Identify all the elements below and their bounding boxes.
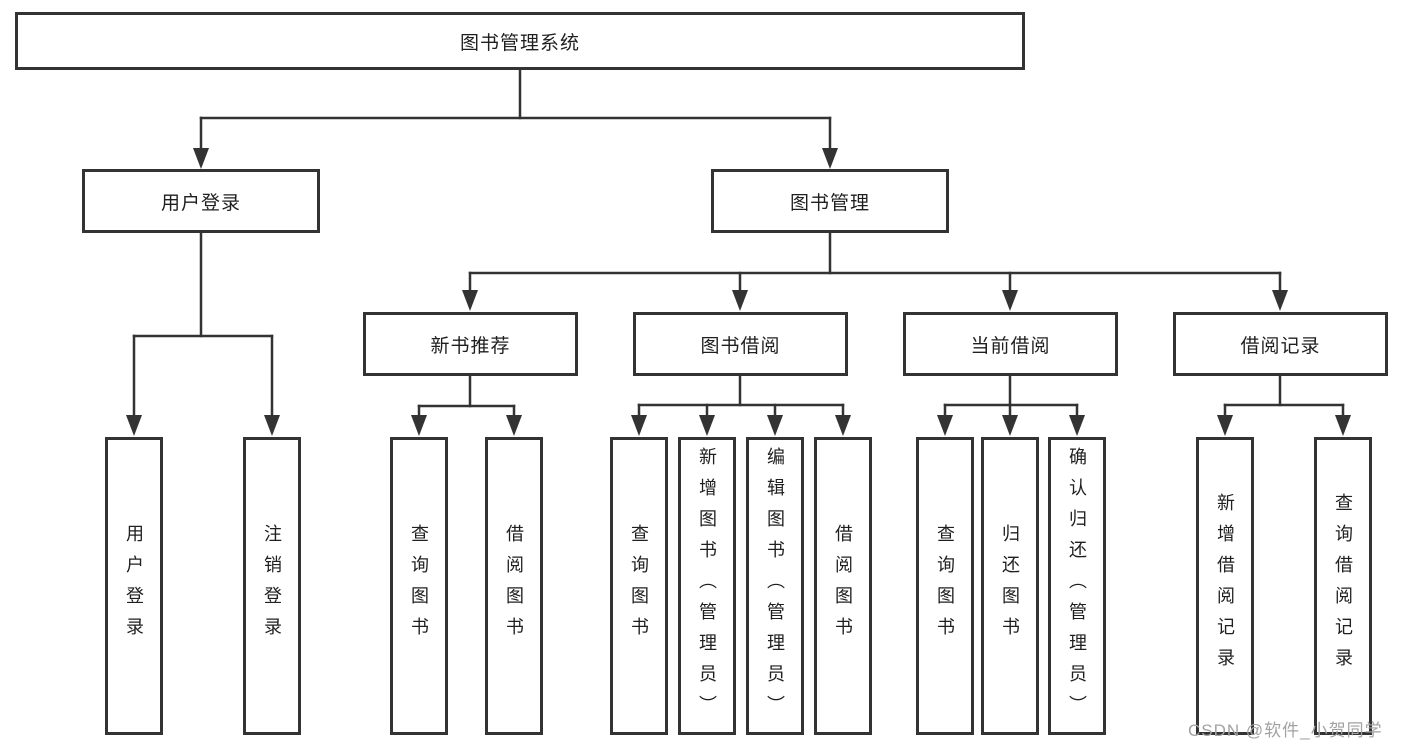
node-label: 新增借阅记录	[1215, 493, 1235, 679]
node-label: 用户登录	[124, 524, 144, 648]
connector-borrow-record-to-leaves	[1217, 374, 1351, 436]
arrowhead-icon	[126, 415, 142, 436]
leaf-borrow-books: 借阅图书	[485, 437, 543, 735]
leaf-logout: 注销登录	[243, 437, 301, 735]
node-user-login: 用户登录	[82, 169, 320, 233]
node-label: 图书管理	[789, 192, 870, 214]
arrowhead-icon	[1335, 415, 1351, 436]
leaf-add-borrow-record: 新增借阅记录	[1196, 437, 1254, 735]
arrowhead-icon	[732, 290, 748, 311]
arrowhead-icon	[937, 415, 953, 436]
node-label: 借阅图书	[504, 524, 524, 648]
node-borrowing-records: 借阅记录	[1173, 312, 1388, 376]
arrowhead-icon	[1069, 415, 1085, 436]
leaf-query-books: 查询图书	[916, 437, 974, 735]
node-label: 新增图书（管理员）	[697, 446, 717, 726]
node-label: 借阅记录	[1240, 335, 1321, 357]
leaf-return-books: 归还图书	[981, 437, 1039, 735]
connector-book-borrow-to-leaves	[631, 374, 851, 436]
arrowhead-icon	[1272, 290, 1288, 311]
arrowhead-icon	[822, 148, 838, 169]
arrowhead-icon	[264, 415, 280, 436]
leaf-add-books-admin: 新增图书（管理员）	[678, 437, 736, 735]
leaf-edit-books-admin: 编辑图书（管理员）	[746, 437, 804, 735]
node-book-borrowing: 图书借阅	[633, 312, 848, 376]
leaf-query-books: 查询图书	[390, 437, 448, 735]
node-label: 图书管理系统	[459, 32, 580, 54]
node-label: 图书借阅	[700, 335, 781, 357]
arrowhead-icon	[506, 415, 522, 436]
arrowhead-icon	[193, 148, 209, 169]
leaf-query-books: 查询图书	[610, 437, 668, 735]
arrowhead-icon	[835, 415, 851, 436]
csdn-watermark: CSDN @软件_小贺同学	[1188, 721, 1383, 740]
node-label: 查询借阅记录	[1333, 493, 1353, 679]
arrowhead-icon	[1002, 290, 1018, 311]
node-label: 借阅图书	[833, 524, 853, 648]
arrowhead-icon	[631, 415, 647, 436]
node-label: 当前借阅	[970, 335, 1051, 357]
connector-user-login-to-leaves	[126, 231, 280, 436]
connector-book-mgmt-to-level3	[462, 231, 1288, 311]
arrowhead-icon	[767, 415, 783, 436]
arrowhead-icon	[1217, 415, 1233, 436]
node-label: 注销登录	[262, 524, 282, 648]
node-label: 用户登录	[160, 192, 241, 214]
node-label: 确认归还（管理员）	[1067, 446, 1087, 726]
node-label: 编辑图书（管理员）	[765, 446, 785, 726]
arrowhead-icon	[1002, 415, 1018, 436]
arrowhead-icon	[699, 415, 715, 436]
node-book-management: 图书管理	[711, 169, 949, 233]
connector-current-borrow-to-leaves	[937, 374, 1085, 436]
node-label: 查询图书	[629, 524, 649, 648]
node-label: 新书推荐	[430, 335, 511, 357]
node-root-system: 图书管理系统	[15, 12, 1025, 70]
node-new-book-recommend: 新书推荐	[363, 312, 578, 376]
node-label: 归还图书	[1000, 524, 1020, 648]
arrowhead-icon	[462, 290, 478, 311]
connector-root-to-level2	[193, 68, 838, 169]
leaf-user-login: 用户登录	[105, 437, 163, 735]
leaf-borrow-books: 借阅图书	[814, 437, 872, 735]
leaf-confirm-return-admin: 确认归还（管理员）	[1048, 437, 1106, 735]
leaf-query-borrow-record: 查询借阅记录	[1314, 437, 1372, 735]
arrowhead-icon	[411, 415, 427, 436]
node-label: 查询图书	[935, 524, 955, 648]
node-label: 查询图书	[409, 524, 429, 648]
connector-new-rec-to-leaves	[411, 374, 522, 436]
node-current-borrowing: 当前借阅	[903, 312, 1118, 376]
